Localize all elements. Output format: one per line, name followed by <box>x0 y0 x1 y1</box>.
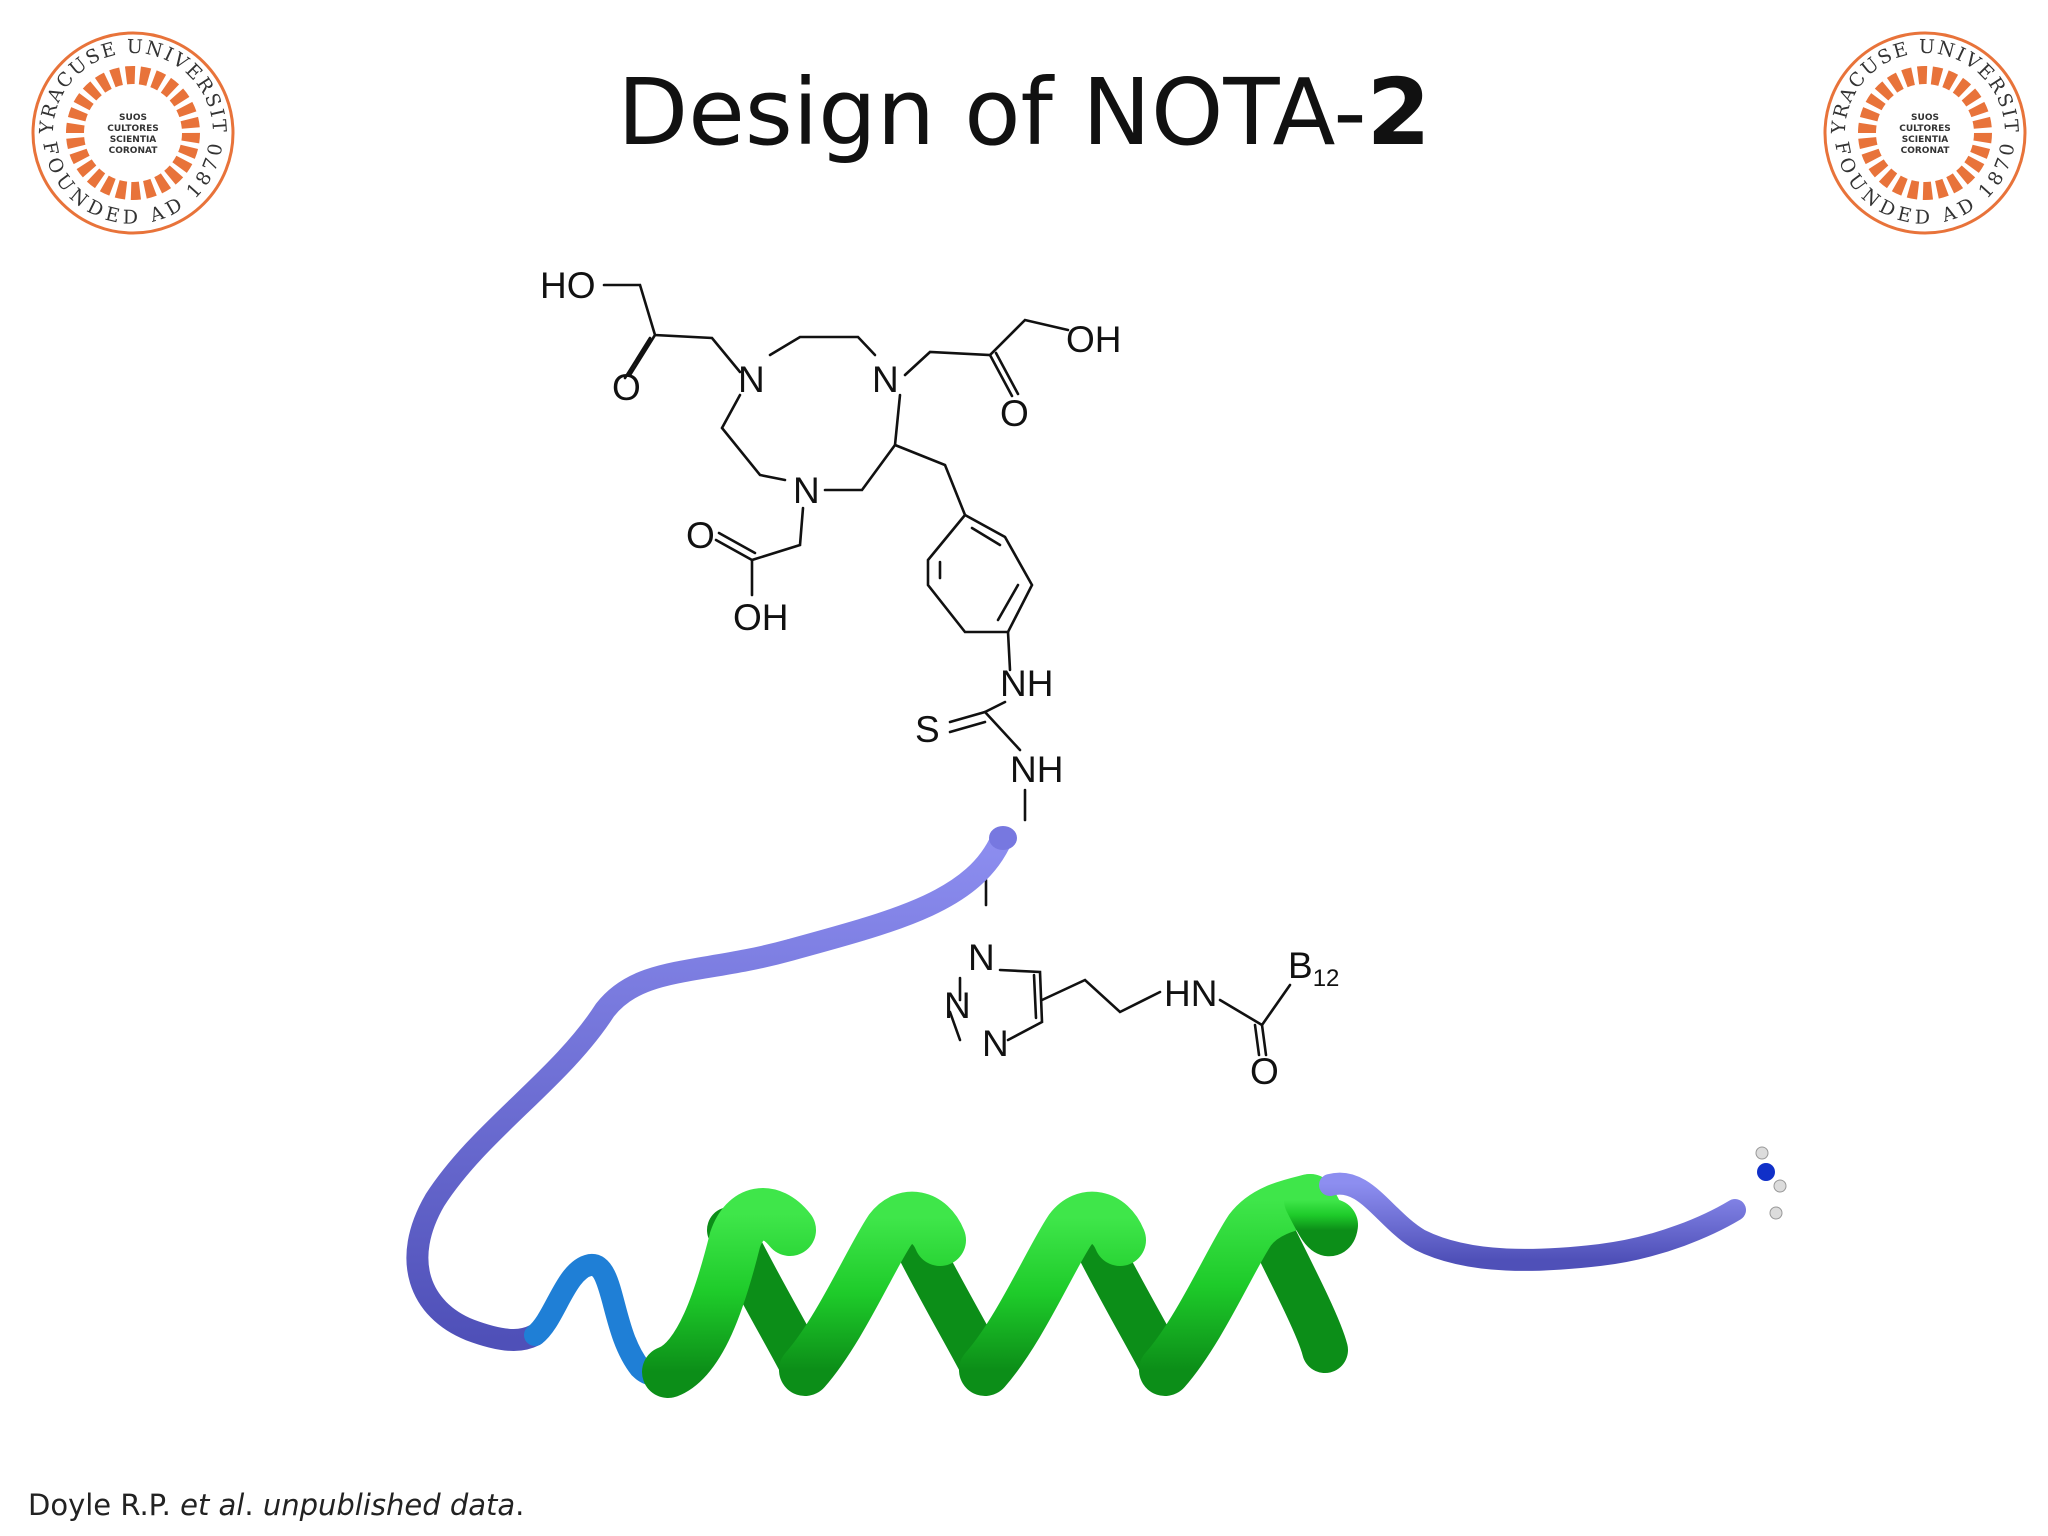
label-hn: HN <box>1164 973 1217 1014</box>
label-nh-2: NH <box>1010 749 1063 790</box>
citation-authors: Doyle R.P. <box>28 1488 181 1522</box>
title-number: 2 <box>1366 59 1431 166</box>
university-seal-right: SYRACUSE UNIVERSITY FOUNDED AD 1870 SUOS… <box>1820 28 2027 235</box>
label-o-amide: O <box>1250 1051 1279 1092</box>
label-ho-top: HO <box>540 265 596 306</box>
label-oh-acid: OH <box>733 597 789 638</box>
label-nh-1: NH <box>1000 663 1053 704</box>
chemical-bonds <box>602 283 1292 1057</box>
title-text: Design of NOTA- <box>617 59 1367 166</box>
protein-n-terminus <box>989 826 1017 850</box>
svg-text:CULTORES: CULTORES <box>1899 124 1951 134</box>
university-seal-left: SYRACUSE UNIVERSITY FOUNDED AD 1870 SUOS… <box>28 28 235 235</box>
terminal-amine-group <box>1755 1146 1787 1220</box>
svg-text:SCIENTIA: SCIENTIA <box>1902 135 1949 145</box>
citation: Doyle R.P. et al. unpublished data. <box>28 1488 524 1522</box>
svg-text:CORONAT: CORONAT <box>109 146 159 156</box>
citation-end: . <box>515 1488 525 1522</box>
svg-text:CULTORES: CULTORES <box>107 124 159 134</box>
svg-text:SUOS: SUOS <box>119 113 147 123</box>
protein-coil-upper <box>406 827 1013 1351</box>
label-b12: B12 <box>1288 945 1339 992</box>
label-b-subscript: 12 <box>1313 965 1340 992</box>
protein-coil-lower <box>1319 1172 1746 1271</box>
protein-cartoon <box>406 826 1787 1398</box>
label-o-acid: O <box>686 515 715 556</box>
label-n3: N <box>793 470 820 511</box>
label-n1: N <box>738 359 765 400</box>
label-n2: N <box>872 359 899 400</box>
label-o-left: O <box>612 367 641 408</box>
citation-separator: . <box>244 1488 263 1522</box>
chemical-labels: HO OH O O N N N O OH NH S NH N N N HN B1… <box>540 265 1339 1092</box>
svg-text:SUOS: SUOS <box>1911 113 1939 123</box>
label-s: S <box>915 709 940 750</box>
label-oh-right: OH <box>1066 319 1122 360</box>
label-b: B <box>1288 945 1313 986</box>
label-triazole-n1: N <box>968 937 995 978</box>
citation-etal: et al <box>180 1488 245 1522</box>
slide-title: Design of NOTA-2 <box>0 62 2048 163</box>
label-o-right: O <box>1000 393 1029 434</box>
protein-helix <box>642 1174 1358 1398</box>
svg-text:CORONAT: CORONAT <box>1901 146 1951 156</box>
citation-note: unpublished data <box>262 1488 516 1522</box>
svg-text:SCIENTIA: SCIENTIA <box>110 135 157 145</box>
label-triazole-n3: N <box>982 1023 1009 1064</box>
label-triazole-n2: N <box>944 985 971 1026</box>
